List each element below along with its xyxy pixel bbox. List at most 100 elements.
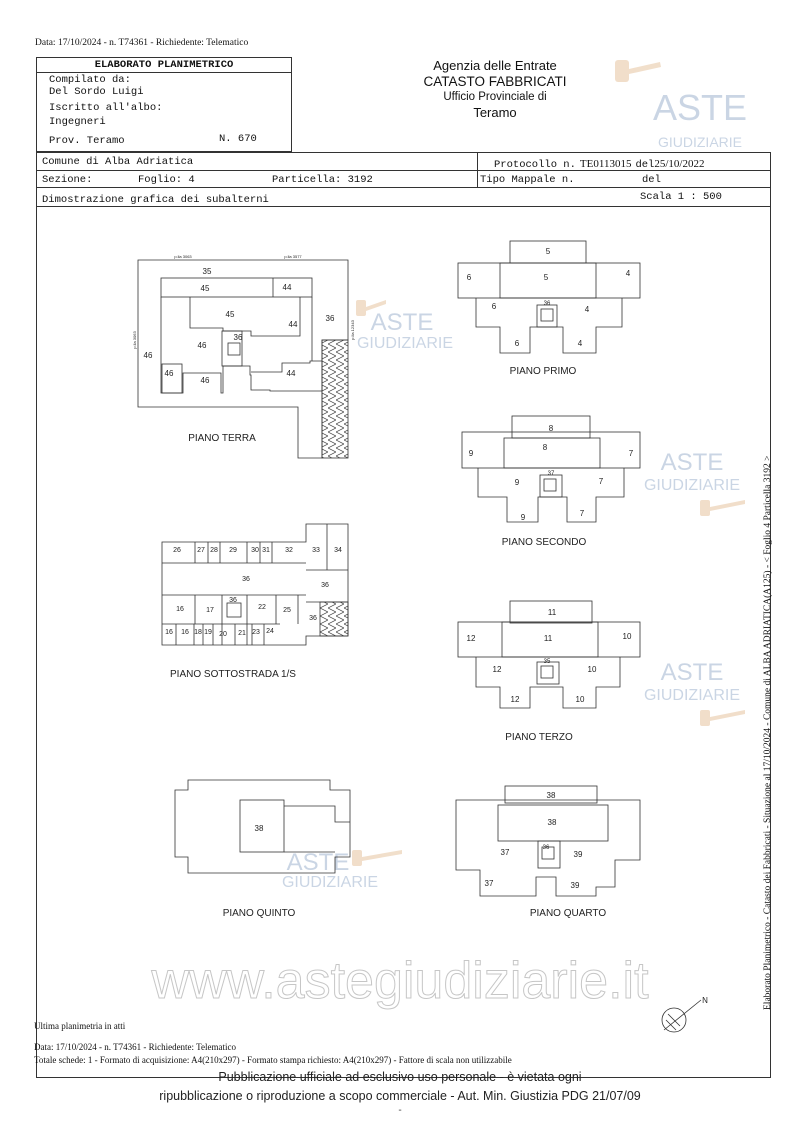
footer-dash: - [398, 1105, 402, 1116]
unit-label: 32 [285, 547, 293, 554]
main-frame [36, 152, 771, 1078]
unit-label: 39 [571, 881, 580, 890]
plan-piano-primo [457, 240, 641, 354]
ufficio: Ufficio Provinciale di [443, 91, 547, 103]
watermark-giudiziarie: GIUDIZIARIE [644, 477, 740, 494]
plan-title: PIANO SOTTOSTRADA 1/S [170, 669, 296, 680]
scala: Scala 1 : 500 [640, 191, 722, 203]
particella: Particella: 3192 [272, 174, 373, 186]
unit-label: 7 [629, 449, 634, 458]
plan-piano-quarto [455, 785, 641, 897]
watermarks: ASTE GIUDIZIARIE ASTE GIUDIZIARIE ASTE G… [150, 87, 747, 1011]
sezione: Sezione: [42, 174, 93, 186]
elaborato-box: ELABORATO PLANIMETRICO Compilato da: Del… [36, 57, 292, 152]
watermark-giudiziarie: GIUDIZIARIE [644, 687, 740, 704]
plan-title: PIANO TERZO [505, 732, 573, 743]
publication-line-1: Pubblicazione ufficiale ad esclusivo uso… [218, 1070, 582, 1084]
unit-label: 30 [251, 547, 259, 554]
plla-label: p.lla 12343 [350, 319, 355, 339]
unit-label: 6 [515, 339, 520, 348]
city: Teramo [473, 105, 517, 120]
tipo-mappale: Tipo Mappale n. [480, 174, 575, 186]
unit-label: 6 [467, 273, 472, 282]
plan-title: PIANO TERRA [188, 433, 256, 444]
unit-label: 10 [588, 665, 597, 674]
unit-label: 7 [580, 509, 585, 518]
unit-label: 46 [144, 351, 153, 360]
unit-label: 29 [229, 547, 237, 554]
unit-label: 36 [543, 845, 550, 851]
unit-label: 9 [515, 478, 520, 487]
divider [36, 170, 770, 171]
footer-totale: Totale schede: 1 - Formato di acquisizio… [34, 1055, 512, 1065]
unit-label: 25 [283, 607, 291, 614]
unit-label: 36 [309, 615, 317, 622]
unit-label: 10 [623, 632, 632, 641]
unit-label: 45 [201, 284, 210, 293]
unit-label: 34 [334, 547, 342, 554]
divider [36, 187, 770, 188]
unit-label: 35 [203, 267, 212, 276]
prov: Prov. Teramo [49, 135, 125, 147]
unit-label: 4 [578, 339, 583, 348]
dimostrazione: Dimostrazione grafica dei subalterni [42, 194, 269, 206]
unit-label: 11 [544, 634, 553, 643]
unit-label: 44 [283, 283, 292, 292]
watermark-aste: ASTE [287, 849, 350, 876]
numero: N. 670 [219, 133, 257, 145]
watermark-site: www.astegiudiziarie.it [150, 952, 649, 1010]
tipo-del: del [642, 174, 661, 186]
unit-label: 5 [546, 247, 551, 256]
ultima-planimetria: Ultima planimetria in atti [34, 1021, 126, 1031]
unit-label: 35 [544, 659, 551, 665]
unit-label: 16 [176, 606, 184, 613]
request-line: Data: 17/10/2024 - n. T74361 - Richieden… [35, 38, 249, 48]
watermark-giudiziarie: GIUDIZIARIE [282, 874, 378, 891]
unit-label: 12 [467, 634, 476, 643]
unit-label: 28 [210, 547, 218, 554]
unit-label: 24 [266, 628, 274, 635]
elaborato-title: ELABORATO PLANIMETRICO [37, 58, 291, 73]
compilato-value: Del Sordo Luigi [49, 86, 144, 98]
unit-label: 4 [626, 269, 631, 278]
unit-label: 22 [258, 604, 266, 611]
unit-label: 18 [194, 629, 202, 636]
unit-label: 36 [229, 597, 237, 604]
unit-label: 11 [548, 608, 557, 617]
divider [36, 206, 770, 207]
plan-title: PIANO QUINTO [223, 908, 296, 919]
unit-label: 20 [219, 631, 227, 638]
unit-label: 46 [198, 341, 207, 350]
unit-label: 37 [501, 848, 510, 857]
unit-label: 36 [544, 301, 551, 307]
unit-label: 36 [321, 582, 329, 589]
unit-label: 5 [544, 273, 549, 282]
unit-label: 21 [238, 630, 246, 637]
plan-piano-terzo [457, 600, 641, 709]
unit-label: 37 [548, 471, 555, 477]
unit-label: 46 [201, 376, 210, 385]
unit-label: 16 [181, 629, 189, 636]
del-label: del [635, 159, 655, 171]
unit-label: 8 [543, 443, 548, 452]
unit-label: 4 [585, 305, 590, 314]
unit-label: 36 [326, 314, 335, 323]
agency-name: Agenzia delle Entrate [433, 58, 557, 73]
unit-label: 36 [234, 333, 243, 342]
watermark-aste: ASTE [371, 309, 434, 336]
unit-label: 38 [547, 791, 556, 800]
comune: Comune di Alba Adriatica [42, 156, 194, 168]
unit-label: 19 [204, 629, 212, 636]
unit-label: 33 [312, 547, 320, 554]
iscritto-label: Iscritto all'albo: [49, 102, 163, 114]
plla-label: p.lla 3063 [174, 254, 192, 259]
unit-label: 12 [493, 665, 502, 674]
unit-label: 7 [599, 477, 604, 486]
side-text: Elaborato Planimetrico - Catasto dei Fab… [763, 455, 773, 1010]
unit-label: 38 [255, 824, 264, 833]
unit-label: 46 [165, 369, 174, 378]
plan-piano-sottostrada [161, 523, 349, 646]
unit-label: 27 [197, 547, 205, 554]
protocollo-date: 25/10/2022 [654, 158, 705, 170]
